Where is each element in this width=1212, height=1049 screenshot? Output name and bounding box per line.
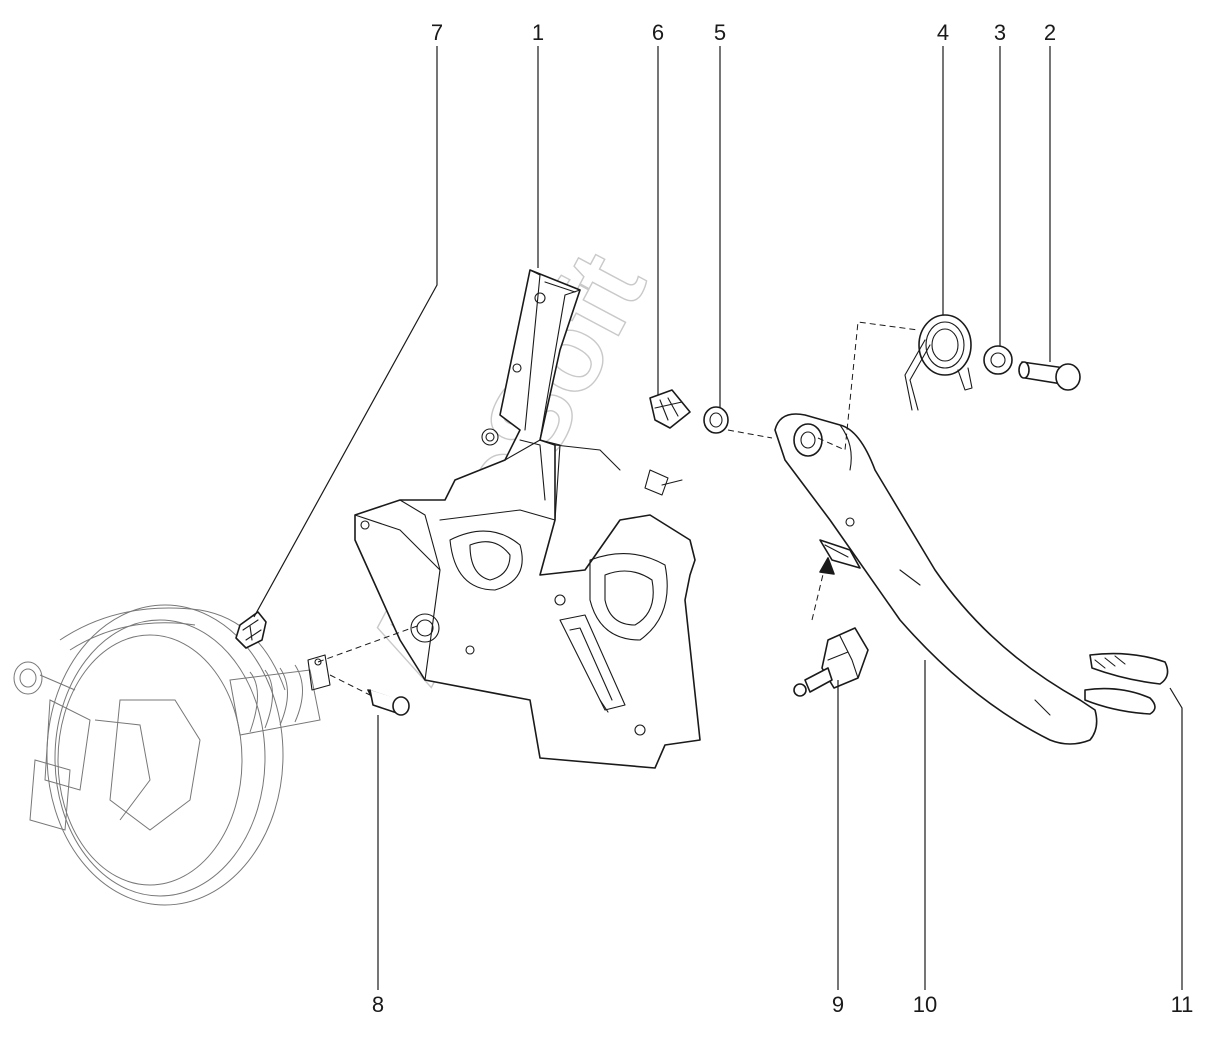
part-7-clip <box>235 611 267 649</box>
callout-3: 3 <box>994 20 1006 45</box>
pedal-bracket <box>354 269 701 769</box>
callout-4: 4 <box>937 20 949 45</box>
callout-7: 7 <box>431 20 443 45</box>
callout-11: 11 <box>1171 992 1194 1017</box>
callout-9: 9 <box>832 992 844 1017</box>
callout-5: 5 <box>714 20 726 45</box>
callout-8: 8 <box>372 992 384 1017</box>
part-9-switch <box>793 627 869 697</box>
part-3-washer <box>983 345 1013 375</box>
part-5-bushing <box>703 406 729 434</box>
callout-labels: 7 1 6 5 4 3 2 8 9 10 11 <box>372 20 1194 1017</box>
callout-6: 6 <box>652 20 664 45</box>
part-10-pedal-arm <box>774 413 1169 745</box>
callout-1: 1 <box>532 20 544 45</box>
leader-lines <box>253 46 1183 990</box>
part-2-pin <box>1018 361 1081 391</box>
callout-2: 2 <box>1044 20 1056 45</box>
part-6-clip <box>649 389 691 429</box>
part-4-spring <box>904 314 973 411</box>
callout-10: 10 <box>913 992 937 1017</box>
assembly-lines <box>317 321 919 696</box>
part-8-pin <box>367 689 410 716</box>
brake-booster <box>13 604 331 906</box>
